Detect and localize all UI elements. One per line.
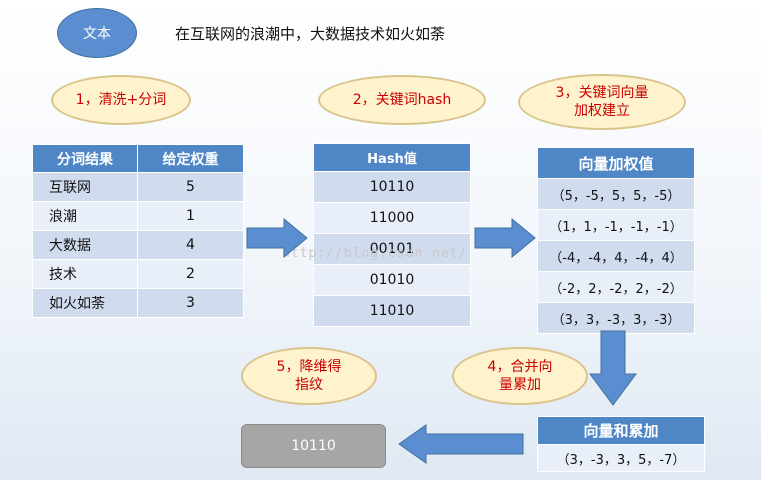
step-5-label-line1: 5，降维得 [276,359,342,375]
vector-cell: （1，1，-1，-1，-1） [537,209,695,241]
table-row: 11010 [313,295,471,327]
weighted-vector-table: 向量加权值 （5，-5，5，5，-5） （1，1，-1，-1，-1） （-4，-… [537,147,695,334]
table-row: 00101 [313,233,471,265]
step-1-oval: 1，清洗+分词 [51,75,191,125]
weight-cell: 2 [137,259,244,289]
word-cell: 浪潮 [32,201,138,231]
table-row: （1，1，-1，-1，-1） [537,209,695,241]
hash-cell: 11000 [313,202,471,234]
table-row: 大数据 4 [32,230,244,260]
table-row: 10110 [313,171,471,203]
hash-cell: 10110 [313,171,471,203]
table-row: 浪潮 1 [32,201,244,231]
weight-cell: 5 [137,172,244,202]
table-row: 互联网 5 [32,172,244,202]
arrow-left-icon [398,424,524,464]
vector-sum-table: 向量和累加 （3，-3，3，5，-7） [537,416,705,472]
table-row: （5，-5，5，5，-5） [537,178,695,210]
step-4-label-line2: 量累加 [499,377,541,393]
table-row: 技术 2 [32,259,244,289]
vector-cell: （-2，2，-2，2，-2） [537,271,695,303]
table-row: （3，3，-3，3，-3） [537,302,695,334]
fingerprint-value: 10110 [291,438,336,454]
hash-cell: 01010 [313,264,471,296]
arrow-right-icon [246,218,308,258]
vector-cell: （3，3，-3，3，-3） [537,302,695,334]
arrow-down-icon [589,330,637,406]
table-row: 如火如荼 3 [32,288,244,318]
step-3-label-line2: 加权建立 [574,103,630,119]
weight-cell: 3 [137,288,244,318]
step-4-oval: 4，合并向 量累加 [452,347,588,405]
table-row: 11000 [313,202,471,234]
hash-col-header: Hash值 [313,143,471,172]
weights-col-header: 给定权重 [137,144,244,173]
table-row: （-2，2，-2，2，-2） [537,271,695,303]
hash-cell: 11010 [313,295,471,327]
hash-cell: 00101 [313,233,471,265]
weight-cell: 4 [137,230,244,260]
watermark: http://blog.csdn.net/ [282,246,468,261]
text-oval-label: 文本 [83,26,111,42]
step-3-label-line1: 3，关键词向量 [555,85,649,101]
word-cell: 大数据 [32,230,138,260]
step-2-oval: 2，关键词hash [318,75,486,125]
table-row: 01010 [313,264,471,296]
vector-cell: （-4，-4，4，-4，4） [537,240,695,272]
arrow-right-icon [474,218,536,258]
table-row: （3，-3，3，5，-7） [537,444,705,472]
text-oval: 文本 [57,8,137,58]
step-5-oval: 5，降维得 指纹 [241,347,377,405]
sum-cell: （3，-3，3，5，-7） [537,444,705,472]
step-3-oval: 3，关键词向量 加权建立 [518,74,686,130]
words-weights-table: 分词结果 给定权重 互联网 5 浪潮 1 大数据 4 技术 2 如火如荼 3 [32,144,244,318]
step-2-label: 2，关键词hash [352,92,452,108]
step-4-label-line1: 4，合并向 [487,359,553,375]
input-sentence: 在互联网的浪潮中，大数据技术如火如荼 [175,25,446,43]
weight-cell: 1 [137,201,244,231]
words-col-header: 分词结果 [32,144,138,173]
table-row: （-4，-4，4，-4，4） [537,240,695,272]
step-1-label: 1，清洗+分词 [75,92,167,108]
step-5-label-line2: 指纹 [295,377,323,393]
vector-cell: （5，-5，5，5，-5） [537,178,695,210]
sum-col-header: 向量和累加 [537,416,705,445]
word-cell: 技术 [32,259,138,289]
vector-col-header: 向量加权值 [537,147,695,179]
word-cell: 互联网 [32,172,138,202]
word-cell: 如火如荼 [32,288,138,318]
hash-table: Hash值 10110 11000 00101 01010 11010 [313,143,471,327]
fingerprint-box: 10110 [241,424,386,468]
